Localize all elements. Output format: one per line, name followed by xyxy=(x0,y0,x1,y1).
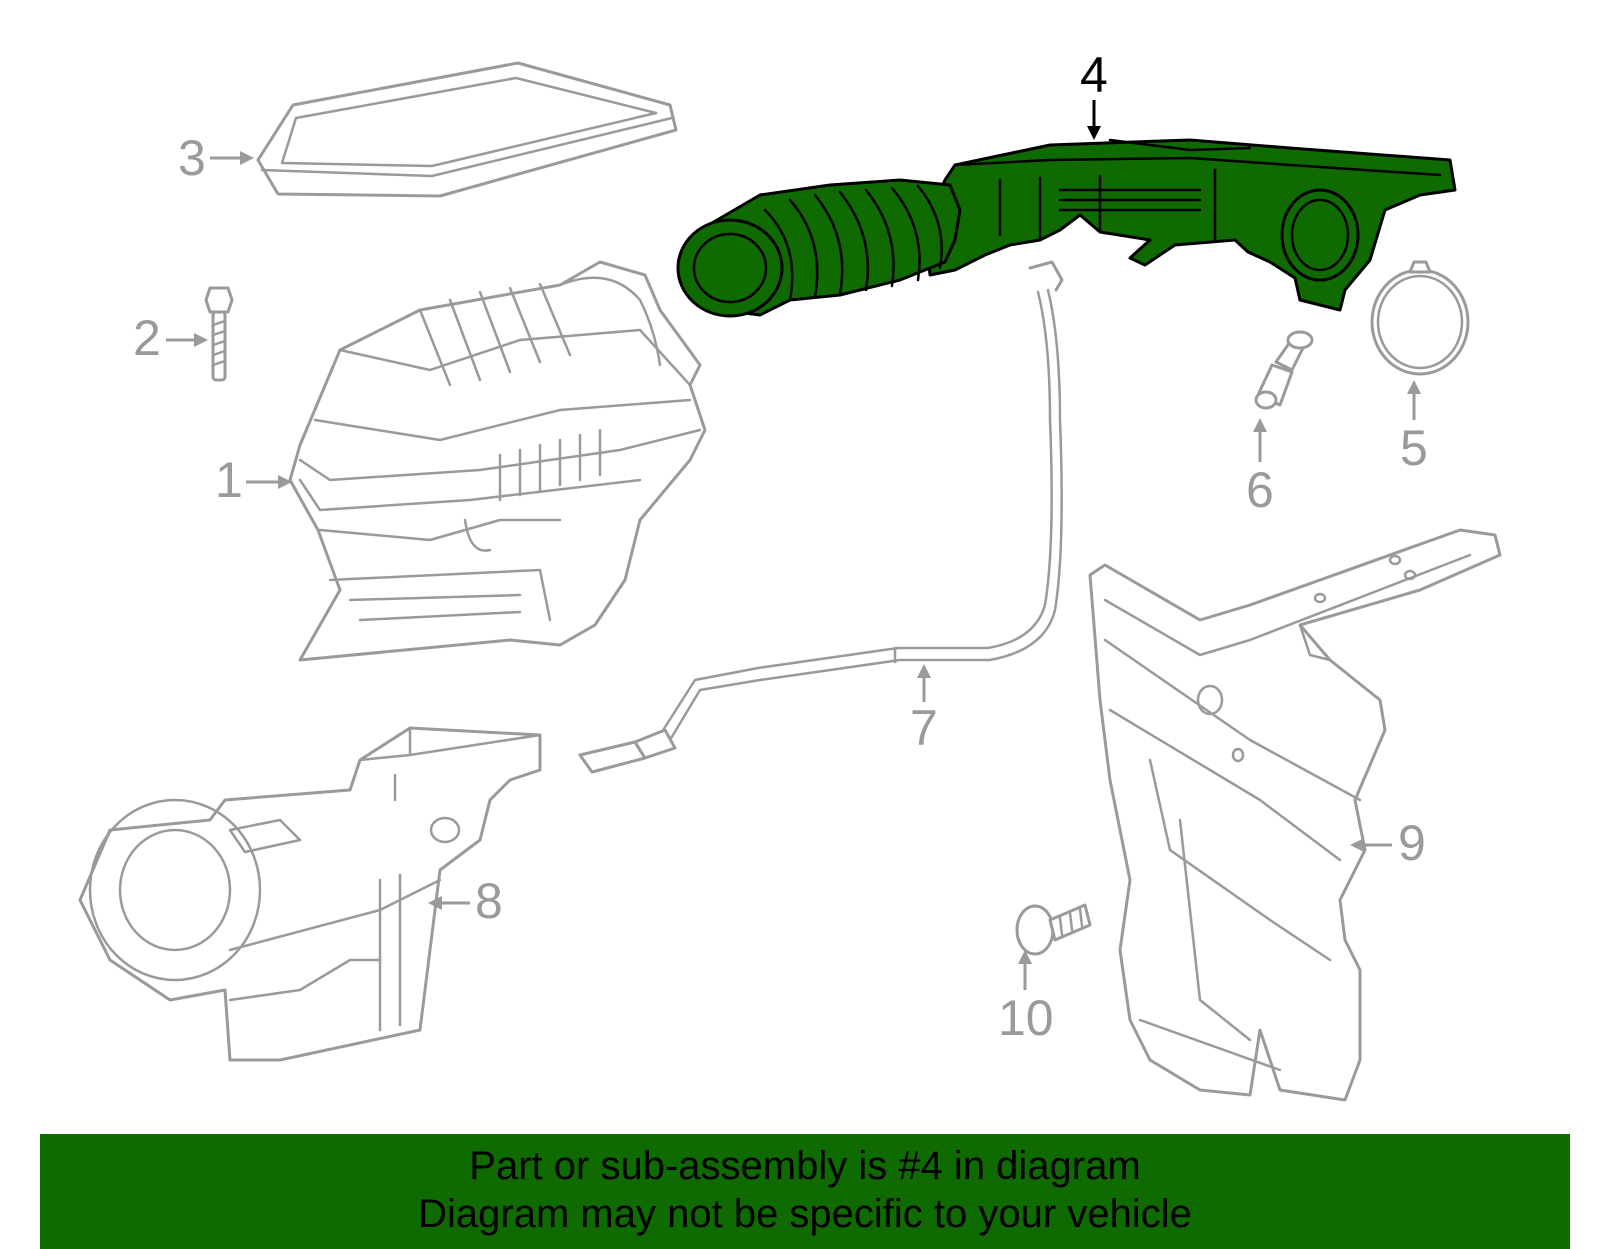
callout-4: 4 xyxy=(1080,47,1108,140)
callout-6: 6 xyxy=(1246,418,1274,518)
banner-line-part: Part or sub-assembly is #4 in diagram xyxy=(469,1144,1141,1188)
callout-1: 1 xyxy=(215,452,292,508)
part-4-air-inlet-duct xyxy=(676,138,1457,318)
callout-1-label: 1 xyxy=(215,452,243,508)
callout-8: 8 xyxy=(428,873,503,929)
callout-5: 5 xyxy=(1400,380,1428,476)
callout-9: 9 xyxy=(1350,815,1426,871)
part-1-air-cleaner-housing xyxy=(288,260,707,662)
part-3-air-filter xyxy=(256,61,678,198)
part-5-hose-clamp xyxy=(1370,260,1470,376)
callout-3: 3 xyxy=(178,130,254,186)
callout-7-label: 7 xyxy=(910,700,938,756)
callout-10-label: 10 xyxy=(998,990,1054,1046)
callout-2: 2 xyxy=(133,310,208,366)
callout-3-label: 3 xyxy=(178,130,206,186)
callout-7: 7 xyxy=(910,664,938,756)
part-6-fitting xyxy=(1254,330,1314,410)
part-7-hose xyxy=(578,260,1064,774)
callout-4-label: 4 xyxy=(1080,47,1108,103)
banner-line-disclaimer: Diagram may not be specific to your vehi… xyxy=(418,1192,1192,1236)
callout-9-label: 9 xyxy=(1398,815,1426,871)
part-10-push-pin xyxy=(1015,903,1092,956)
callout-5-label: 5 xyxy=(1400,420,1428,476)
callout-8-label: 8 xyxy=(475,873,503,929)
part-8-intake-duct xyxy=(78,726,542,1062)
part-2-bolt xyxy=(204,286,234,382)
callout-6-label: 6 xyxy=(1246,462,1274,518)
part-9-shield xyxy=(1088,528,1502,1102)
callout-10: 10 xyxy=(998,950,1054,1046)
info-banner: Part or sub-assembly is #4 in diagram Di… xyxy=(40,1134,1570,1249)
callout-2-label: 2 xyxy=(133,310,161,366)
